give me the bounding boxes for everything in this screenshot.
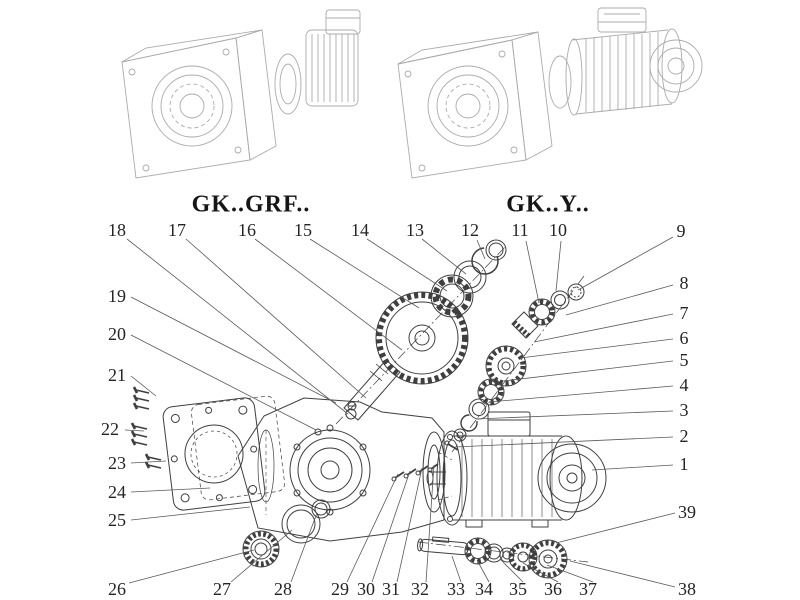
variant-label-gk-y: GK..Y..	[506, 191, 590, 218]
callout-7: 7	[679, 303, 689, 323]
callout-21: 21	[108, 365, 126, 385]
variant-label-gk-grf: GK..GRF..	[191, 191, 311, 218]
motor-exploded	[426, 411, 607, 528]
callout-31: 31	[382, 579, 400, 599]
output-shaft-assembly	[417, 536, 568, 579]
callout-36: 36	[544, 579, 562, 599]
callout-38: 38	[678, 579, 696, 599]
callout-5: 5	[679, 350, 689, 370]
callout-25: 25	[108, 510, 126, 530]
callout-4: 4	[679, 375, 689, 395]
callout-10: 10	[549, 220, 567, 240]
callout-14: 14	[351, 220, 369, 240]
callout-37: 37	[579, 579, 597, 599]
callout-8: 8	[679, 273, 689, 293]
callout-22: 22	[101, 419, 119, 439]
gearbox-y-drawing	[397, 7, 703, 179]
callout-15: 15	[294, 220, 312, 240]
callout-16: 16	[238, 220, 256, 240]
callout-27: 27	[213, 579, 231, 599]
callout-20: 20	[108, 324, 126, 344]
leader-lines	[124, 236, 676, 588]
seal-rings	[242, 499, 331, 568]
callout-26: 26	[108, 579, 126, 599]
flange-bolts	[130, 386, 162, 469]
callout-34: 34	[475, 579, 493, 599]
callout-3: 3	[679, 400, 689, 420]
callout-11: 11	[511, 220, 529, 240]
flange-plate	[162, 395, 285, 511]
callout-18: 18	[108, 220, 126, 240]
callout-1: 1	[679, 454, 689, 474]
callout-30: 30	[357, 579, 375, 599]
callout-9: 9	[676, 221, 686, 241]
callout-32: 32	[411, 579, 429, 599]
callout-39: 39	[678, 502, 696, 522]
gear-housing	[237, 397, 446, 542]
callout-17: 17	[168, 220, 186, 240]
callout-23: 23	[108, 453, 126, 473]
callout-19: 19	[108, 286, 126, 306]
callout-2: 2	[679, 426, 689, 446]
callout-28: 28	[274, 579, 292, 599]
gearbox-grf-drawing	[121, 9, 361, 179]
callout-6: 6	[679, 328, 689, 348]
callout-13: 13	[406, 220, 424, 240]
callout-33: 33	[447, 579, 465, 599]
exploded-view	[130, 239, 607, 579]
callout-12: 12	[461, 220, 479, 240]
callout-29: 29	[331, 579, 349, 599]
callout-24: 24	[108, 482, 126, 502]
callout-35: 35	[509, 579, 527, 599]
input-gear-assembly	[343, 239, 507, 421]
